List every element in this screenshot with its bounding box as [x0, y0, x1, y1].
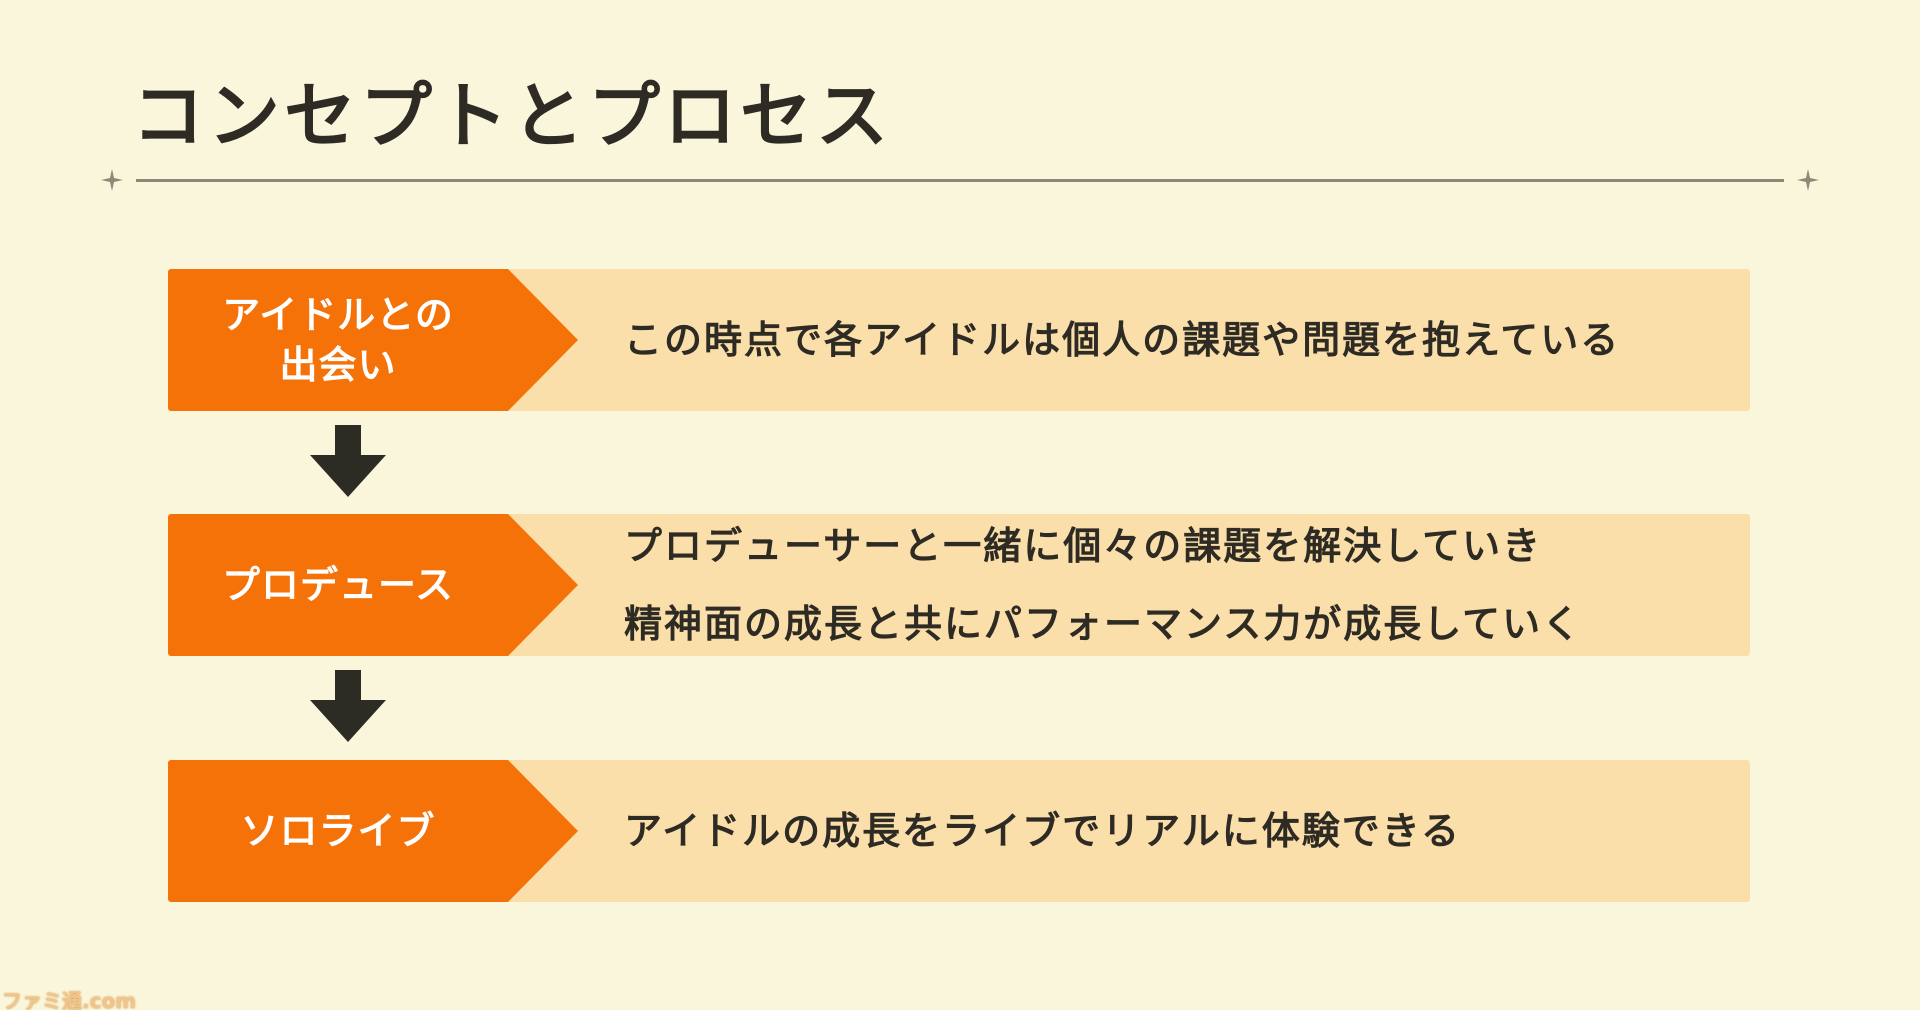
step-description: この時点で各アイドルは個人の課題や問題を抱えている — [624, 269, 1724, 411]
watermark-logo: ファミ通.com — [2, 989, 137, 1010]
step-chevron — [168, 514, 578, 656]
sparkle-icon — [1797, 169, 1819, 191]
step-chevron — [168, 269, 578, 411]
arrow-down-icon — [310, 425, 386, 497]
step-description-line: この時点で各アイドルは個人の課題や問題を抱えている — [624, 318, 1621, 362]
step-label-line: 出会い — [279, 343, 397, 387]
step-description-line: アイドルの成長をライブでリアルに体験できる — [624, 809, 1461, 853]
step-description: プロデューサーと一緒に個々の課題を解決していき 精神面の成長と共にパフォーマンス… — [624, 514, 1724, 656]
step-label-line: ソロライブ — [240, 809, 436, 853]
step-label-line: プロデュース — [221, 563, 455, 607]
slide-title: コンセプトとプロセス — [132, 74, 893, 158]
step-chevron — [168, 760, 578, 902]
arrow-down-icon — [310, 670, 386, 742]
step-label: プロデュース — [168, 514, 508, 656]
process-step-1: アイドルとの 出会い この時点で各アイドルは個人の課題や問題を抱えている — [168, 269, 1750, 411]
step-label: ソロライブ — [168, 760, 508, 902]
step-description: アイドルの成長をライブでリアルに体験できる — [624, 760, 1724, 902]
step-label: アイドルとの 出会い — [168, 269, 508, 411]
step-description-line: プロデューサーと一緒に個々の課題を解決していき — [624, 524, 1543, 568]
title-divider — [136, 179, 1784, 182]
process-step-2: プロデュース プロデューサーと一緒に個々の課題を解決していき 精神面の成長と共に… — [168, 514, 1750, 656]
step-description-line: 精神面の成長と共にパフォーマンス力が成長していく — [624, 602, 1583, 646]
process-step-3: ソロライブ アイドルの成長をライブでリアルに体験できる — [168, 760, 1750, 902]
sparkle-icon — [101, 169, 123, 191]
step-label-line: アイドルとの — [222, 293, 454, 337]
